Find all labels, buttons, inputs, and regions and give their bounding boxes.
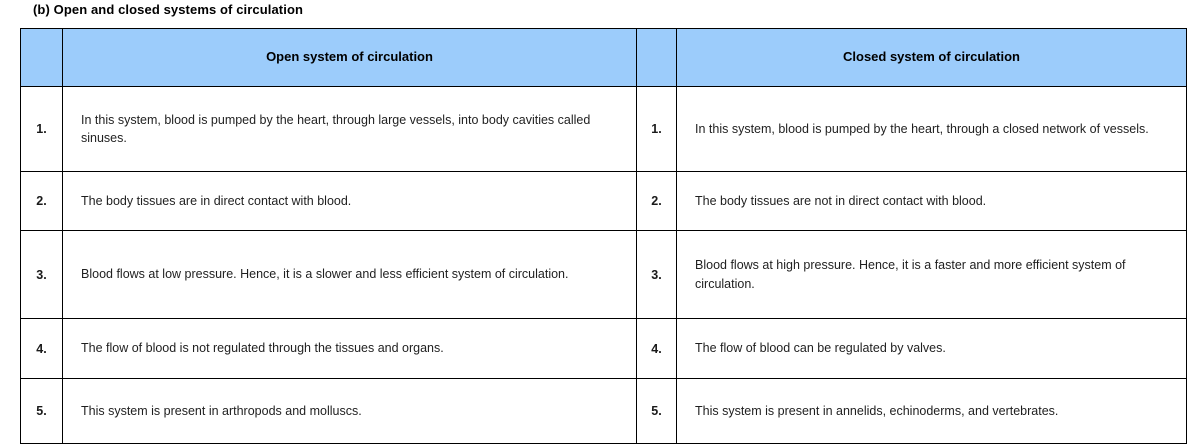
table-row: 5. This system is present in arthropods … xyxy=(20,378,1187,444)
row-text-closed: The body tissues are not in direct conta… xyxy=(676,171,1187,231)
row-number-open: 1. xyxy=(20,86,63,172)
row-text-closed: In this system, blood is pumped by the h… xyxy=(676,86,1187,172)
table-header-row: Open system of circulation Closed system… xyxy=(20,28,1187,87)
header-closed-system: Closed system of circulation xyxy=(676,28,1187,87)
page-title: (b) Open and closed systems of circulati… xyxy=(33,2,304,17)
header-open-system-label: Open system of circulation xyxy=(266,49,433,65)
table-row: 4. The flow of blood is not regulated th… xyxy=(20,318,1187,379)
row-text-open: This system is present in arthropods and… xyxy=(62,378,637,444)
table-header: Open system of circulation Closed system… xyxy=(20,28,1187,87)
row-number-closed: 5. xyxy=(636,378,677,444)
row-number-open: 4. xyxy=(20,318,63,379)
row-number-closed: 4. xyxy=(636,318,677,379)
row-text-closed: This system is present in annelids, echi… xyxy=(676,378,1187,444)
page-root: (b) Open and closed systems of circulati… xyxy=(20,2,1187,444)
row-text-closed: The flow of blood can be regulated by va… xyxy=(676,318,1187,379)
header-open-system: Open system of circulation xyxy=(62,28,637,87)
row-text-open: The flow of blood is not regulated throu… xyxy=(62,318,637,379)
table-row: 3. Blood flows at low pressure. Hence, i… xyxy=(20,230,1187,319)
table-body: 1. In this system, blood is pumped by th… xyxy=(20,86,1187,444)
header-spacer-left xyxy=(20,28,63,87)
row-text-open: In this system, blood is pumped by the h… xyxy=(62,86,637,172)
header-closed-system-label: Closed system of circulation xyxy=(843,49,1020,65)
row-number-closed: 1. xyxy=(636,86,677,172)
comparison-table-container: Open system of circulation Closed system… xyxy=(20,28,1187,444)
row-number-open: 2. xyxy=(20,171,63,231)
comparison-table: Open system of circulation Closed system… xyxy=(20,28,1187,444)
table-row: 1. In this system, blood is pumped by th… xyxy=(20,86,1187,172)
row-number-open: 3. xyxy=(20,230,63,319)
row-text-closed: Blood flows at high pressure. Hence, it … xyxy=(676,230,1187,319)
header-spacer-right xyxy=(636,28,677,87)
row-text-open: Blood flows at low pressure. Hence, it i… xyxy=(62,230,637,319)
table-row: 2. The body tissues are in direct contac… xyxy=(20,171,1187,231)
row-text-open: The body tissues are in direct contact w… xyxy=(62,171,637,231)
row-number-closed: 2. xyxy=(636,171,677,231)
row-number-closed: 3. xyxy=(636,230,677,319)
row-number-open: 5. xyxy=(20,378,63,444)
